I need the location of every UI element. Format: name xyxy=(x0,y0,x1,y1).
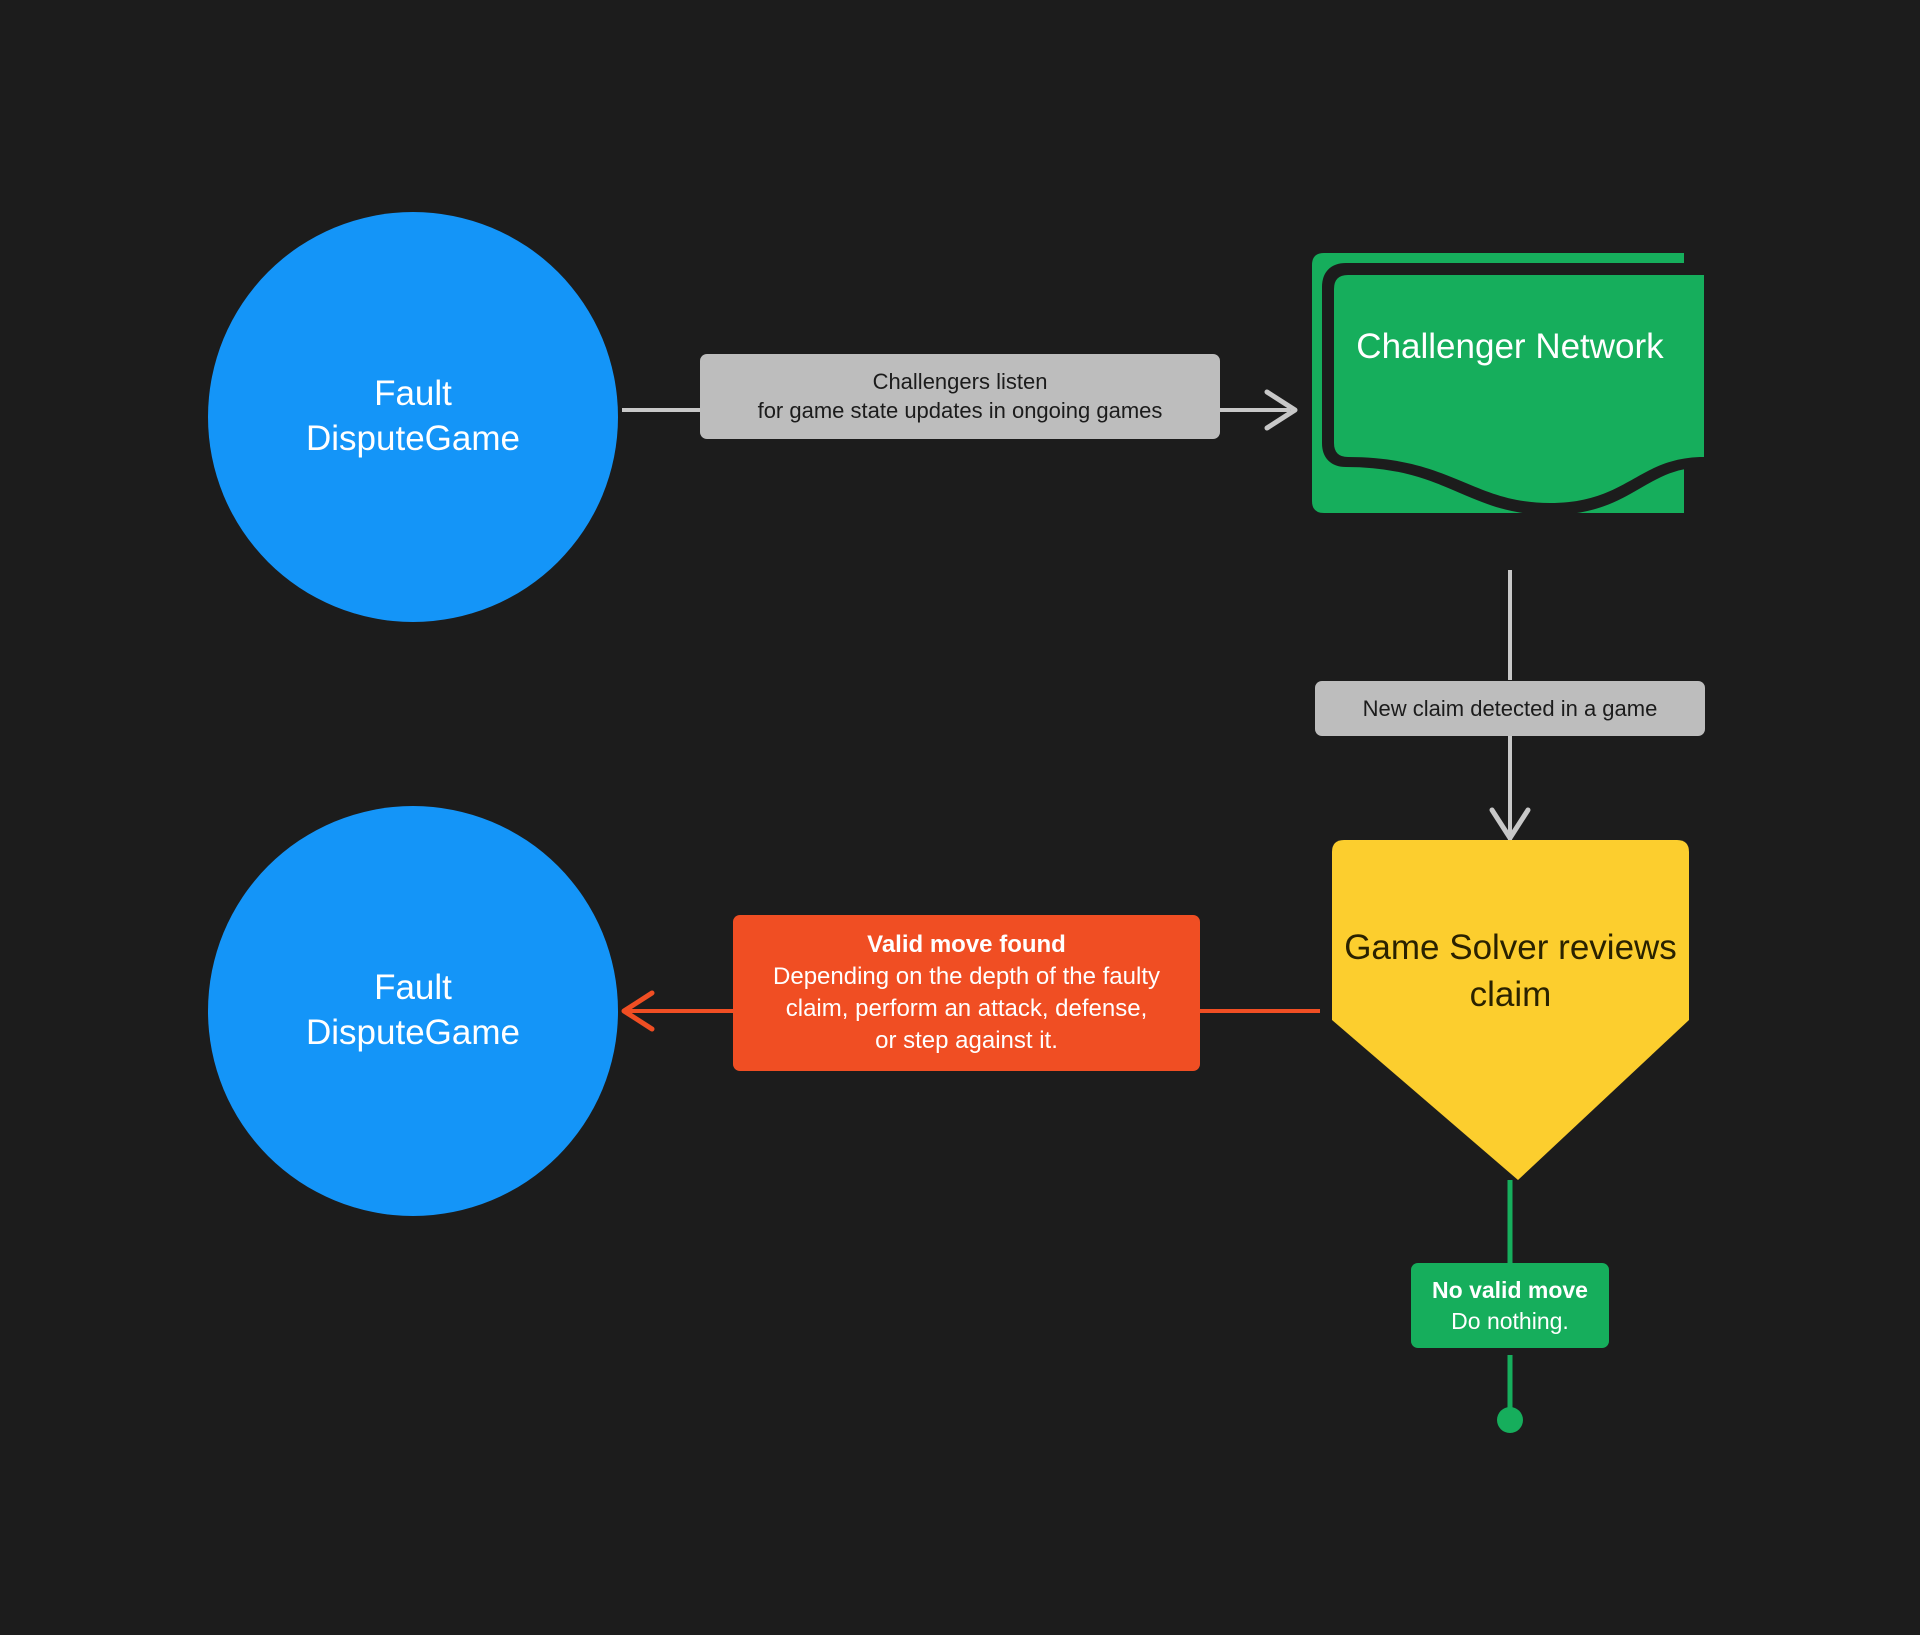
multi-document-shape-icon xyxy=(1312,253,1714,516)
arrowhead-listen-icon xyxy=(1264,389,1298,431)
node-game-solver[interactable]: Game Solver reviews claim xyxy=(1318,838,1703,1183)
edge-label-valid-move: Valid move found Depending on the depth … xyxy=(733,915,1200,1071)
node-fault-dispute-game-top-label: Fault DisputeGame xyxy=(306,372,520,462)
edge-label-line-1: Do nothing. xyxy=(1451,1307,1569,1334)
node-label-line-1: Challenger xyxy=(1356,327,1526,366)
edge-label-line-2: claim, perform an attack, defense, xyxy=(785,994,1148,1022)
node-label-line-2: Network xyxy=(1535,327,1664,366)
multidoc-front-sheet xyxy=(1334,275,1704,503)
terminal-dot xyxy=(1497,1407,1523,1433)
arrowhead-new-claim-icon xyxy=(1489,807,1531,841)
edge-label-line-2: for game state updates in ongoing games xyxy=(757,398,1163,424)
node-label-line-2: DisputeGame xyxy=(306,1013,520,1052)
node-game-solver-label: Game Solver reviews claim xyxy=(1318,924,1703,1019)
edge-label-no-valid-move: No valid move Do nothing. xyxy=(1411,1263,1609,1349)
edge-label-line-1: Challengers listen xyxy=(872,369,1048,394)
node-fault-dispute-game-top[interactable]: Fault DisputeGame xyxy=(208,212,618,622)
arrowhead-valid-move-icon xyxy=(621,990,655,1032)
node-label-line-1: Fault xyxy=(374,374,452,414)
node-label-line-1: Game Solver xyxy=(1344,928,1549,967)
node-fault-dispute-game-bottom-label: Fault DisputeGame xyxy=(306,966,520,1056)
edge-label-new-claim: New claim detected in a game xyxy=(1315,681,1705,737)
node-challenger-network-label: Challenger Network xyxy=(1300,323,1720,370)
edge-label-heading: Valid move found xyxy=(867,931,1066,958)
node-label-line-2: reviews claim xyxy=(1469,928,1677,1015)
node-challenger-network[interactable]: Challenger Network xyxy=(1300,245,1720,575)
edge-label-line-1: Depending on the depth of the faulty xyxy=(773,962,1160,990)
edge-label-line-1: New claim detected in a game xyxy=(1362,696,1658,721)
edge-label-line-3: or step against it. xyxy=(875,1026,1058,1054)
node-fault-dispute-game-bottom[interactable]: Fault DisputeGame xyxy=(208,806,618,1216)
edge-label-challengers-listen: Challengers listen for game state update… xyxy=(700,354,1220,439)
node-label-line-2: DisputeGame xyxy=(306,419,520,458)
pentagon-shape-icon xyxy=(1332,840,1689,1180)
node-label-line-1: Fault xyxy=(374,968,452,1008)
pentagon-body xyxy=(1332,840,1689,1180)
edge-label-heading: No valid move xyxy=(1432,1277,1588,1303)
